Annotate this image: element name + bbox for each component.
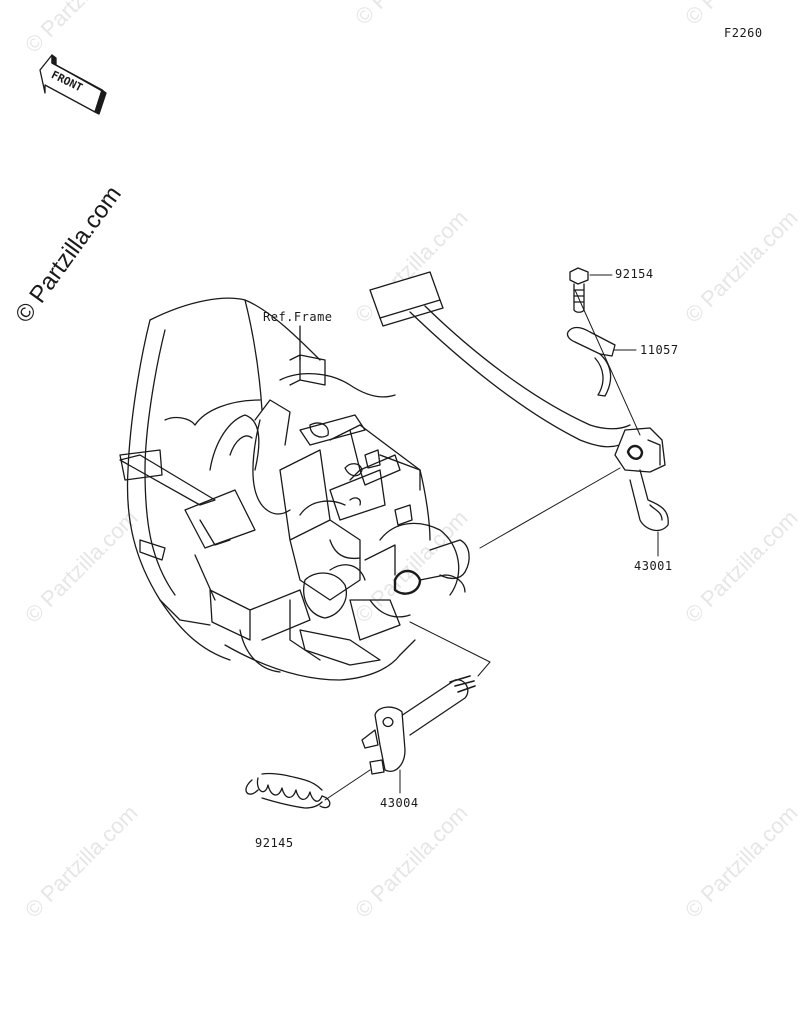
- front-arrow-icon: [39, 54, 107, 115]
- spring-92145: [245, 772, 331, 809]
- frame-assembly: [119, 297, 470, 681]
- figure-code: F2260: [724, 26, 763, 40]
- part-label-92145[interactable]: 92145: [255, 836, 294, 850]
- part-label-43001[interactable]: 43001: [634, 559, 673, 573]
- plate-11057: [566, 326, 616, 397]
- pin: [369, 759, 385, 775]
- bolt-92154: [569, 267, 589, 313]
- ref-frame-label: Ref.Frame: [263, 310, 333, 324]
- part-label-11057[interactable]: 11057: [640, 343, 679, 357]
- part-label-92154[interactable]: 92154: [615, 267, 654, 281]
- brake-pedal: [369, 271, 669, 532]
- shaft-43004: [361, 675, 476, 772]
- part-label-43004[interactable]: 43004: [380, 796, 419, 810]
